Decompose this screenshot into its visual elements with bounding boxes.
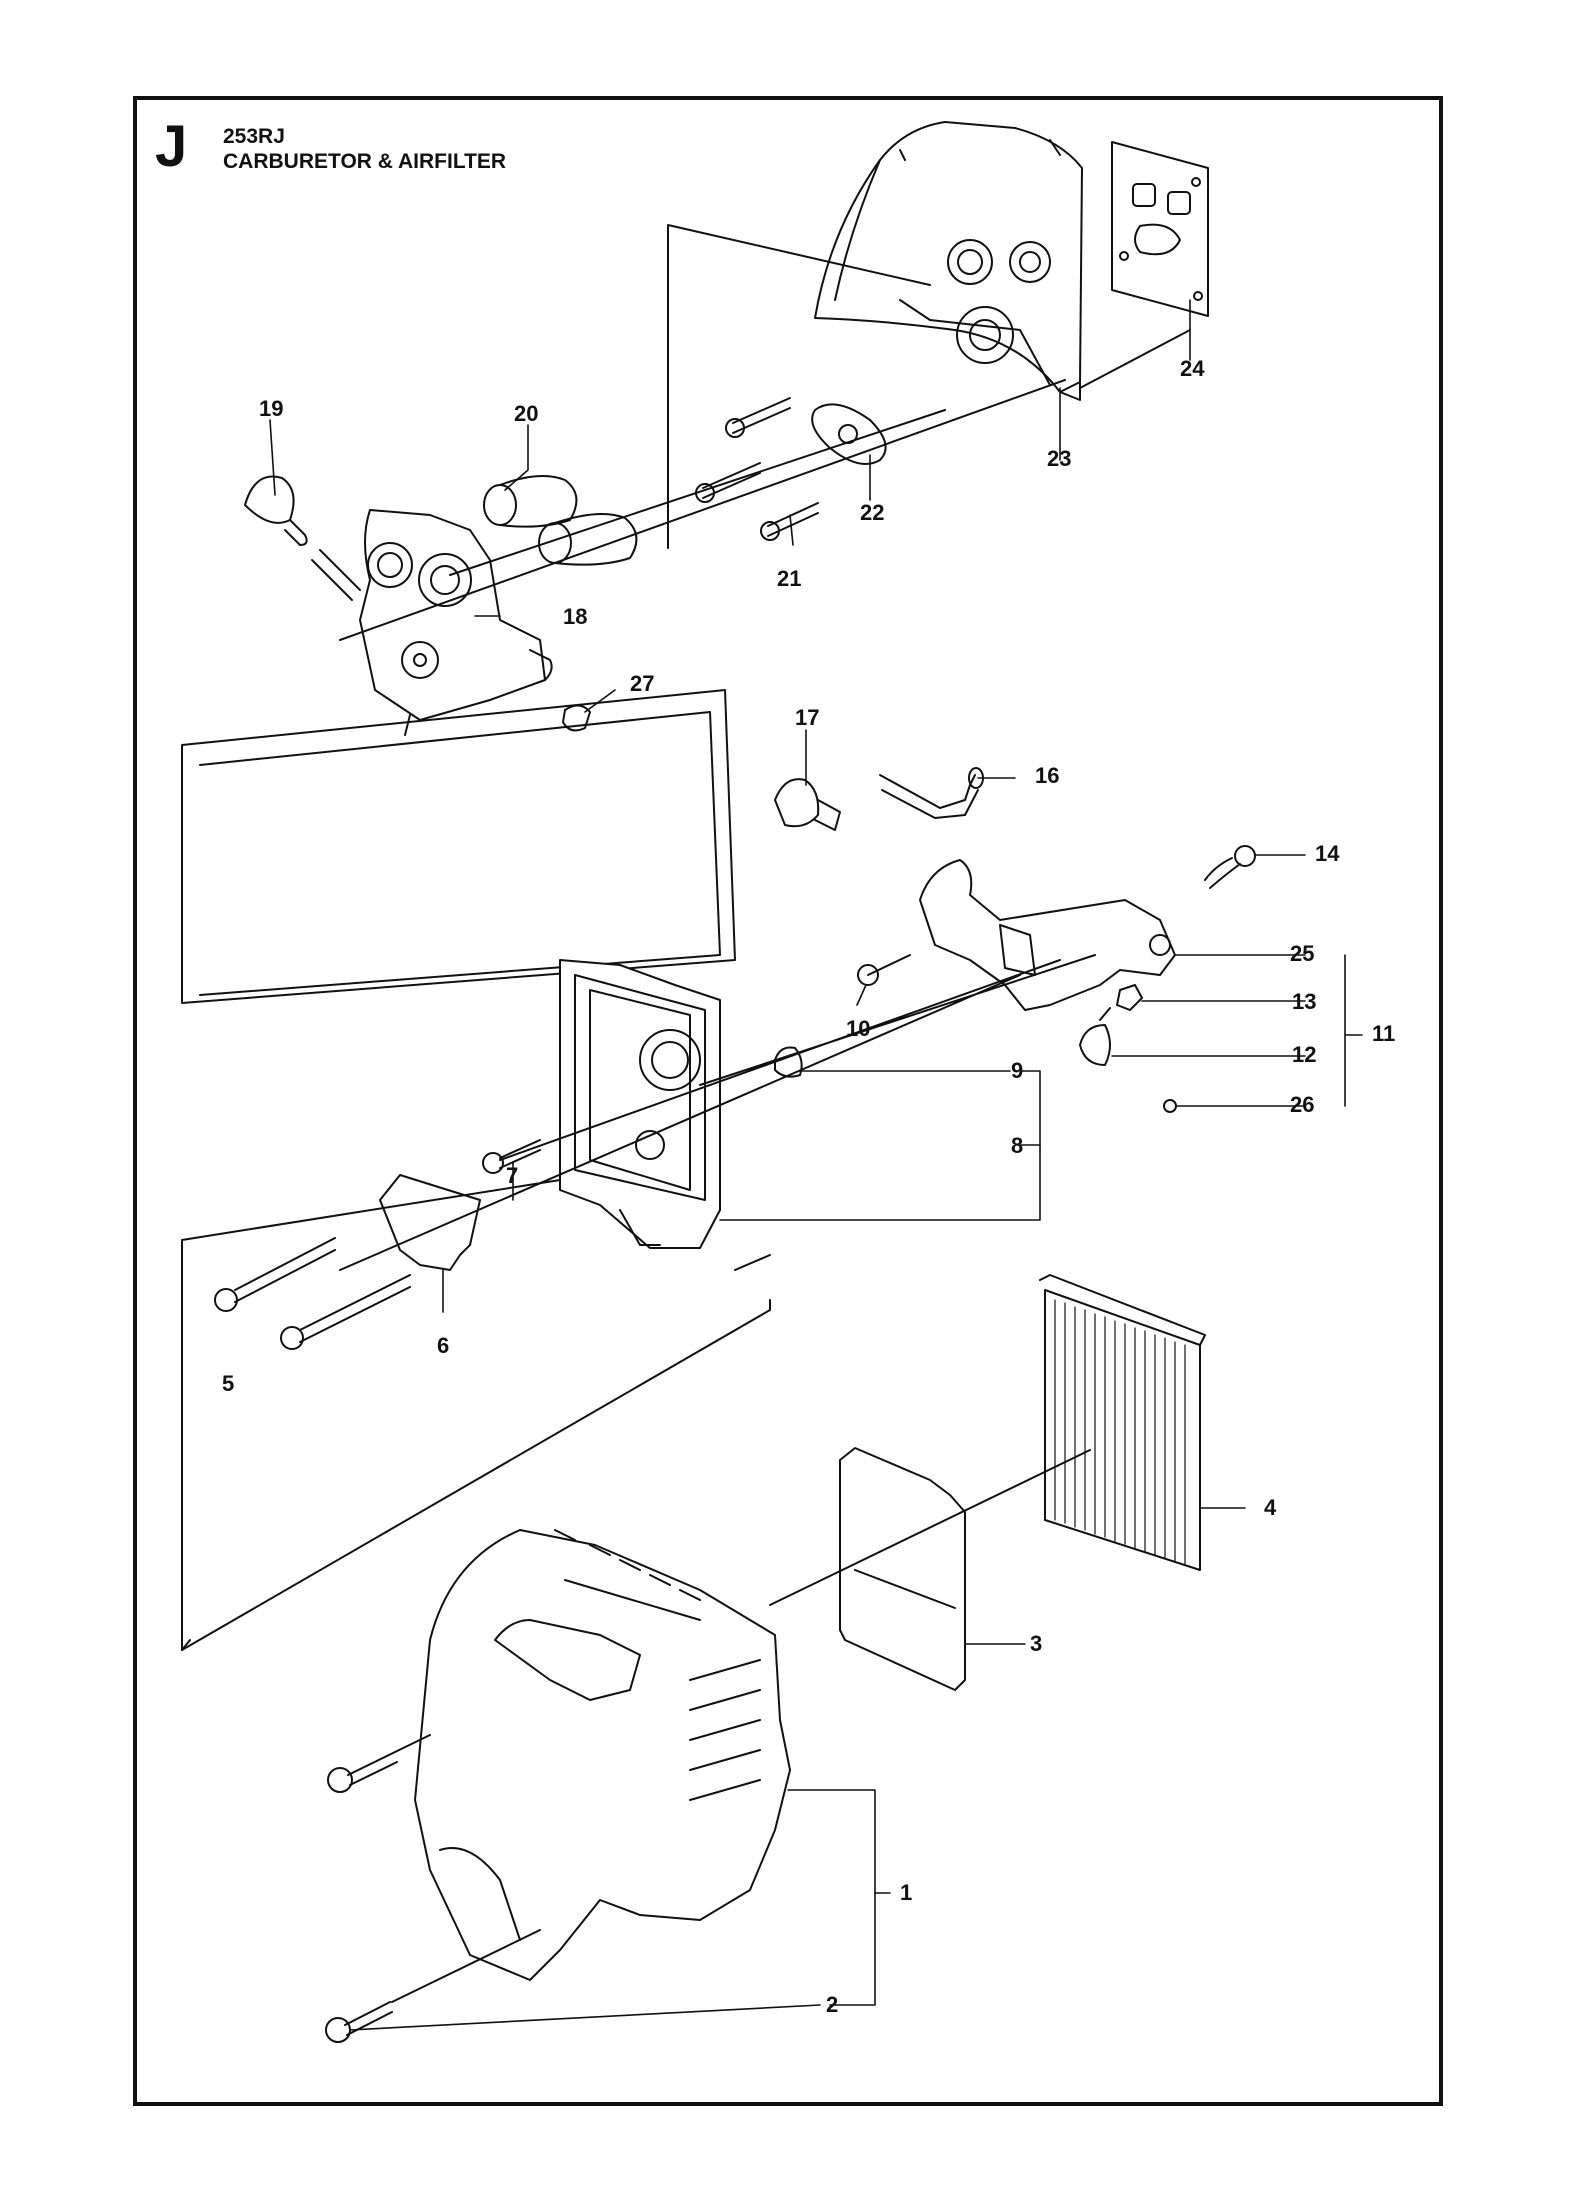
part-4-air-filter	[1039, 1274, 1206, 1571]
callout-21: 21	[777, 566, 802, 591]
assembly-axis-lines	[339, 224, 1191, 641]
section-letter: J	[155, 114, 188, 179]
callout-12: 12	[1292, 1042, 1317, 1067]
callout-13: 13	[1292, 989, 1317, 1014]
callout-24: 24	[1180, 356, 1205, 381]
callout-3: 3	[1030, 1631, 1043, 1656]
part-8-housing	[559, 959, 721, 1249]
part-3-filter-frame	[839, 1447, 966, 1691]
callout-22: 22	[860, 500, 885, 525]
assembly-axis-lines-bottom	[391, 1734, 541, 2003]
callout-18: 18	[563, 604, 588, 629]
part-16-elbow	[879, 767, 984, 819]
callout-14: 14	[1315, 841, 1340, 866]
callout-26: 26	[1290, 1092, 1315, 1117]
assembly-axis-lines-mid	[339, 954, 1096, 1271]
part-18-carburetor	[311, 509, 553, 736]
callout-6: 6	[437, 1333, 450, 1358]
callout-25: 25	[1290, 941, 1315, 966]
part-17-fitting	[774, 778, 841, 831]
part-23-bracket	[814, 121, 1083, 401]
cover-vents	[554, 1529, 761, 1801]
callout-10: 10	[846, 1016, 871, 1041]
part-13-nut	[1116, 984, 1143, 1011]
callout-19: 19	[259, 396, 284, 421]
part-1-cover	[414, 1529, 791, 1981]
outline-box-upper	[181, 689, 736, 1004]
callout-7: 7	[506, 1163, 519, 1188]
part-26-screw	[1163, 1099, 1177, 1113]
part-5-bolts	[214, 1237, 411, 1350]
callout-27: 27	[630, 671, 655, 696]
part-24-gasket	[1111, 141, 1209, 317]
callout-8: 8	[1011, 1133, 1024, 1158]
part-21-screws	[695, 397, 819, 541]
part-22-gasket	[811, 403, 887, 465]
part-10-screw	[857, 954, 911, 986]
part-19-knob	[244, 475, 308, 546]
part-2-screws	[325, 1751, 398, 2043]
callout-23: 23	[1047, 446, 1072, 471]
diagram-title: CARBURETOR & AIRFILTER	[223, 150, 507, 173]
outline-box-lower	[181, 1179, 771, 1651]
callout-17: 17	[795, 705, 820, 730]
callout-20: 20	[514, 401, 539, 426]
callout-11: 11	[1372, 1021, 1396, 1046]
part-12-swivel	[1079, 1007, 1111, 1066]
callout-2: 2	[826, 1992, 839, 2017]
part-14-screw	[1204, 845, 1256, 889]
diagram-frame	[133, 96, 1443, 2106]
assembly-axis-lines-lower	[769, 1449, 1091, 1606]
part-6-bracket	[379, 1174, 481, 1271]
callout-leaders	[269, 299, 1363, 2031]
part-7-screw	[482, 1139, 541, 1174]
model-number: 253RJ	[223, 125, 285, 148]
callout-4: 4	[1264, 1495, 1277, 1520]
callout-16: 16	[1035, 763, 1060, 788]
callout-9: 9	[1011, 1058, 1024, 1083]
callout-1: 1	[900, 1880, 913, 1905]
callout-5: 5	[222, 1371, 235, 1396]
